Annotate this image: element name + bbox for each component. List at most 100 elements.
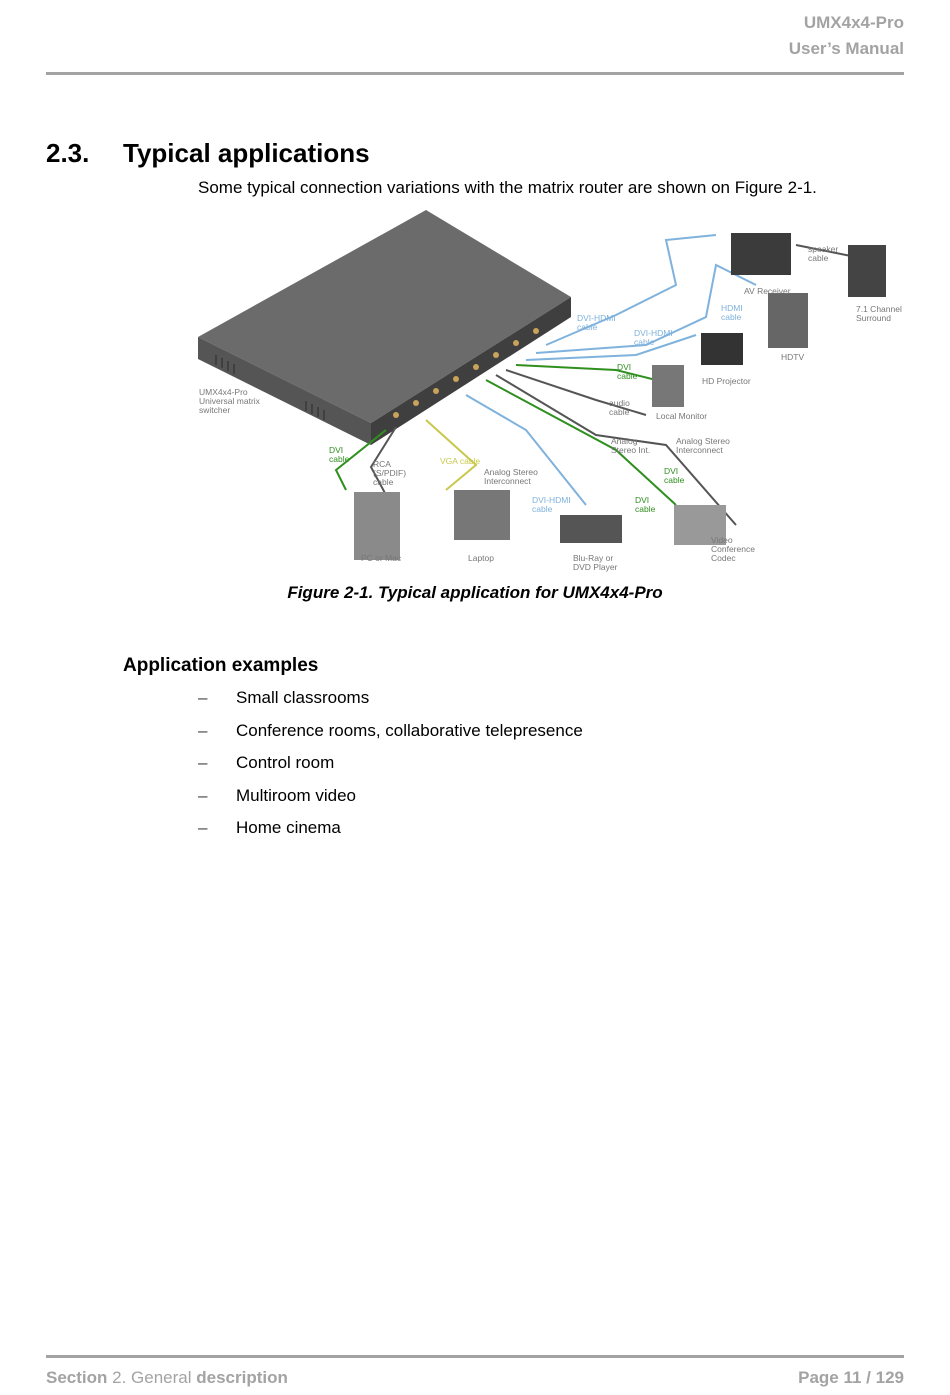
dvi-hdmi-b-label-2: cable	[634, 337, 655, 347]
list-item-text: Control room	[236, 753, 335, 772]
dvi-left-label-2: cable	[329, 454, 350, 464]
dvi-hdmi-a-label-2: cable	[577, 322, 598, 332]
list-item-text: Conference rooms, collaborative telepres…	[236, 720, 583, 740]
dash-bullet: –	[198, 818, 208, 837]
cable-blue-bluray	[465, 394, 587, 506]
hdmi-cable-label-1: HDMI	[721, 303, 743, 313]
cable-blue-hdtv	[535, 263, 757, 354]
speaker-cable-label-2: cable	[808, 253, 829, 263]
cable-gray-speaker	[795, 244, 857, 258]
video-codec-label-1: Video	[711, 535, 733, 545]
dvi-c-label-1: DVI	[635, 495, 649, 505]
bluray-label-1: Blu-Ray or	[573, 553, 613, 563]
switcher-label-3: switcher	[199, 405, 230, 415]
list-item: – Multiroom video	[198, 786, 583, 819]
switcher-label-1: UMX4x4-Pro	[199, 387, 248, 397]
local-monitor-label: Local Monitor	[656, 411, 707, 421]
audio-cable-label-1: audio	[609, 398, 630, 408]
cable-green-monitor	[515, 364, 657, 381]
video-codec-label-3: Codec	[711, 553, 736, 563]
switcher-side	[198, 337, 371, 445]
hd-projector	[701, 333, 743, 365]
dvi-a-label-2: cable	[617, 371, 638, 381]
bluray-label-2: DVD Player	[573, 562, 618, 572]
dash-bullet: –	[198, 753, 208, 772]
footer-section-desc: description	[196, 1368, 288, 1387]
analog-inter-a-label-2: Interconnect	[676, 445, 723, 455]
header-rule	[46, 72, 904, 75]
cable-yellow-vga	[425, 419, 478, 491]
typical-application-diagram: UMX4x4-Pro Universal matrix switcher spe…	[198, 210, 902, 572]
dvi-hdmi-c-label-2: cable	[532, 504, 553, 514]
application-examples-list: – Small classrooms – Conference rooms, col…	[198, 688, 583, 851]
list-item-text: Multiroom video	[236, 785, 356, 805]
dvi-hdmi-c-label-1: DVI-HDMI	[532, 495, 571, 505]
footer-section-num: 2. General	[107, 1368, 197, 1387]
application-examples-title: Application examples	[123, 655, 319, 676]
dvi-hdmi-b-label-1: DVI-HDMI	[634, 328, 673, 338]
audio-cable-label-2: cable	[609, 407, 630, 417]
cable-gray-audio	[505, 369, 647, 416]
running-header: UMX4x4-Pro User’s Manual	[789, 10, 904, 62]
hdmi-cable-label-2: cable	[721, 312, 742, 322]
cable-blue-proj	[525, 334, 697, 361]
laptop	[454, 490, 510, 540]
list-item-text: Home cinema	[236, 818, 341, 837]
dvi-left-label-1: DVI	[329, 445, 343, 455]
list-item: – Home cinema	[198, 818, 583, 851]
header-product: UMX4x4-Pro	[803, 13, 904, 32]
switcher-vents	[215, 355, 325, 420]
figure-caption: Figure 2-1. Typical application for UMX4…	[287, 583, 663, 602]
analog-inter-b-label-2: Interconnect	[484, 476, 531, 486]
cable-green-pc	[334, 429, 387, 491]
cable-blue-av	[545, 234, 717, 346]
pc-label: PC or Mac	[361, 553, 402, 563]
analog-int-label-1: Analog	[611, 436, 638, 446]
local-monitor	[652, 365, 684, 407]
speaker-cable-label-1: speaker	[808, 244, 838, 254]
hdtv	[768, 293, 808, 348]
footer-section-word: Section	[46, 1368, 108, 1387]
list-item-text: Small classrooms	[236, 688, 370, 707]
dash-bullet: –	[198, 720, 208, 740]
vga-cable-label: VGA cable	[440, 456, 480, 466]
dash-bullet: –	[198, 688, 208, 707]
dvi-a-label-1: DVI	[617, 362, 631, 372]
laptop-label: Laptop	[468, 553, 494, 563]
switcher-connectors	[393, 328, 539, 418]
av-receiver-label: AV Receiver	[744, 286, 791, 296]
cable-gray-rca	[369, 426, 397, 496]
rca-label-3: cable	[373, 477, 394, 487]
header-doc: User’s Manual	[788, 39, 904, 58]
switcher-label-2: Universal matrix	[199, 396, 261, 406]
rca-label-2: (S/PDIF)	[373, 468, 406, 478]
dvi-hdmi-a-label-1: DVI-HDMI	[577, 313, 616, 323]
footer-rule	[46, 1355, 904, 1358]
analog-inter-b-label-1: Analog Stereo	[484, 467, 538, 477]
surround-label-2: Surround	[856, 313, 891, 323]
hdtv-label: HDTV	[781, 352, 804, 362]
section-intro: Some typical connection variations with …	[198, 178, 817, 197]
list-item: – Conference rooms, collaborative telepre…	[198, 721, 583, 754]
bluray-player	[560, 515, 622, 543]
footer-section: Section 2. General description	[46, 1368, 288, 1388]
analog-inter-a-label-1: Analog Stereo	[676, 436, 730, 446]
cable-green-codec	[485, 379, 677, 506]
video-codec	[674, 505, 726, 545]
dvi-b-label-2: cable	[664, 475, 685, 485]
footer-page-number: Page 11 / 129	[798, 1368, 904, 1387]
pc-tower	[354, 492, 400, 560]
cable-gray-analog	[495, 374, 737, 526]
analog-int-label-2: Stereo Int.	[611, 445, 650, 455]
section-number: 2.3.	[46, 138, 90, 168]
surround-label-1: 7.1 Channel	[856, 304, 902, 314]
rca-label-1: RCA	[373, 459, 391, 469]
dash-bullet: –	[198, 785, 208, 805]
switcher-front	[371, 297, 571, 445]
dvi-c-label-2: cable	[635, 504, 656, 514]
switcher-top	[198, 210, 571, 423]
section-title: Typical applications	[123, 138, 370, 168]
surround-speaker	[848, 245, 886, 297]
dvi-b-label-1: DVI	[664, 466, 678, 476]
video-codec-label-2: Conference	[711, 544, 755, 554]
